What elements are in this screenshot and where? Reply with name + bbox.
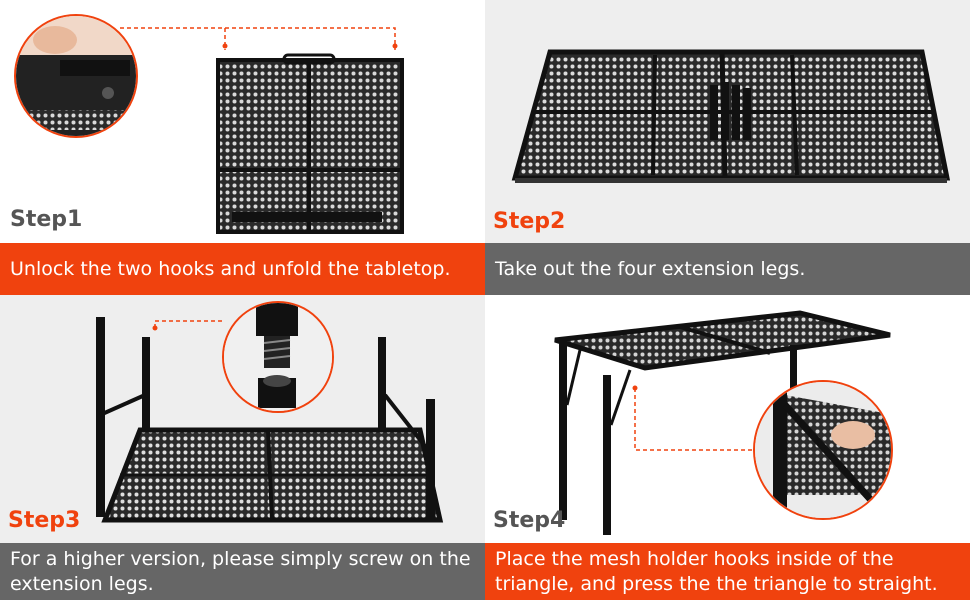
folded-table-image <box>14 14 404 234</box>
step1-panel: Step1 <box>0 0 485 243</box>
step3-label: Step3 <box>8 508 81 533</box>
step2-label: Step2 <box>493 209 566 234</box>
step1-label: Step1 <box>10 207 83 232</box>
unfolded-tabletop-image <box>511 49 951 183</box>
step4-panel: Step4 <box>485 295 970 543</box>
step4-instruction: Place the mesh holder hooks inside of th… <box>485 543 970 600</box>
step1-instruction: Unlock the two hooks and unfold the tabl… <box>0 243 485 295</box>
step2-panel: Step2 <box>485 0 970 243</box>
step3-instruction: For a higher version, please simply scre… <box>0 543 485 600</box>
step4-label: Step4 <box>493 508 566 533</box>
step2-instruction: Take out the four extension legs. <box>485 243 970 295</box>
assembled-table-image <box>554 310 893 535</box>
step3-panel: Step3 <box>0 295 485 543</box>
table-with-legs-image <box>96 301 444 523</box>
